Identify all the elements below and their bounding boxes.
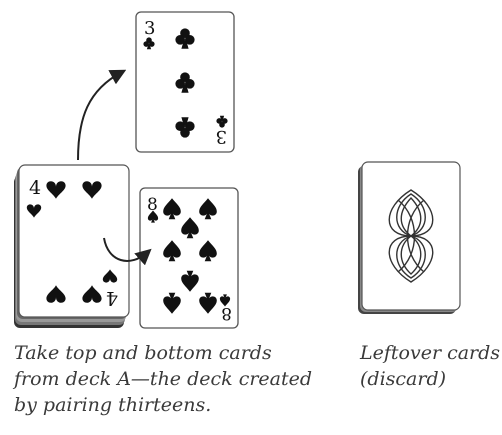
- leftover-deck: [358, 161, 461, 314]
- spade-pip-icon: [181, 217, 199, 239]
- deck-a-stack: 4 4: [14, 164, 130, 328]
- top-card-rank: 3: [144, 18, 155, 39]
- spade-pip-icon: [163, 240, 181, 262]
- spade-pip-icon: [199, 198, 217, 220]
- arrow-to-bottom-card: [103, 237, 152, 266]
- spade-pip-icon: [163, 292, 181, 314]
- bottom-card-index-spade-icon: [147, 210, 159, 223]
- caption-left-line-1: Take top and bottom cards: [14, 342, 272, 364]
- card-back-loop-pattern-icon: [388, 189, 434, 283]
- top-card: 3 3: [135, 11, 235, 153]
- deck-front-index-heart-icon-rotated: [102, 269, 118, 283]
- spade-pip-icon: [199, 292, 217, 314]
- deck-front-index-heart-icon: [26, 204, 42, 218]
- caption-left: Take top and bottom cards from deck A—th…: [14, 340, 312, 418]
- top-card-index-club-icon-rotated: [216, 115, 228, 128]
- club-pip-icon: [175, 72, 195, 93]
- caption-right: Leftover cards (discard): [360, 340, 500, 392]
- club-pip-icon: [175, 28, 195, 49]
- heart-pip-icon: [46, 285, 66, 303]
- spade-pip-icon: [199, 240, 217, 262]
- top-card-index-club-icon: [143, 37, 155, 50]
- heart-pip-icon: [82, 181, 102, 199]
- caption-right-line-1: Leftover cards: [360, 342, 501, 364]
- bottom-card-rank-rotated: 8: [221, 303, 232, 323]
- deck-front-rank-rotated: 4: [106, 287, 118, 309]
- spade-pip-icon: [181, 270, 199, 292]
- bottom-card-index-spade-icon-rotated: [219, 294, 231, 307]
- caption-right-line-2: (discard): [360, 368, 447, 390]
- heart-pip-icon: [82, 285, 102, 303]
- heart-pip-icon: [46, 181, 66, 199]
- caption-left-line-3: by pairing thirteens.: [14, 394, 212, 416]
- deck-front-rank: 4: [29, 177, 41, 199]
- spade-pip-icon: [163, 198, 181, 220]
- caption-left-line-2: from deck A—the deck created: [14, 368, 313, 390]
- bottom-card-rank: 8: [147, 195, 158, 215]
- bottom-card: 8 8: [139, 187, 239, 329]
- arrow-to-top-card: [77, 69, 127, 161]
- club-pip-icon: [175, 117, 195, 138]
- top-card-rank-rotated: 3: [216, 126, 227, 147]
